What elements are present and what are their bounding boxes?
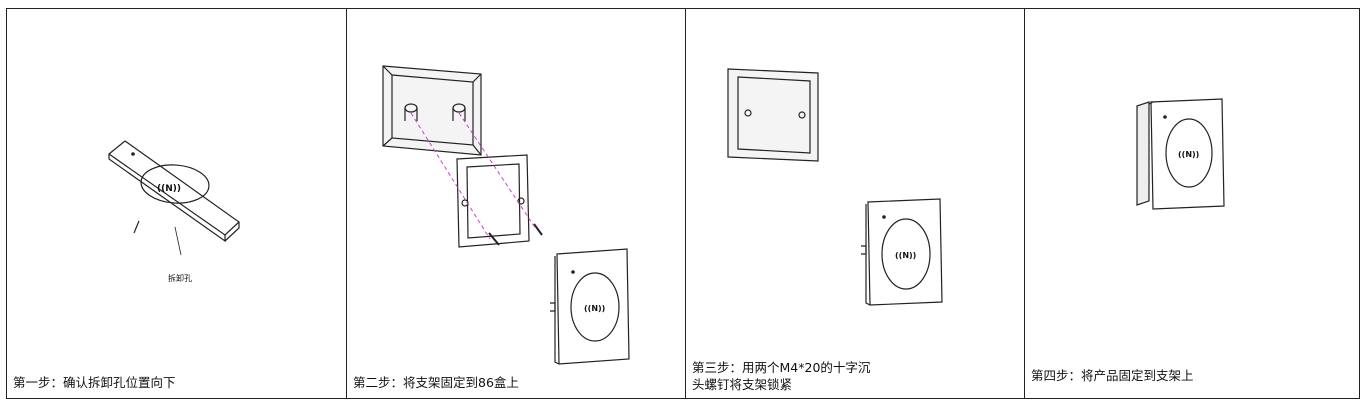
removal-hole-label: 拆卸孔 <box>168 273 192 283</box>
step-2-caption: 第二步：将支架固定到86盒上 <box>353 375 519 390</box>
step-4-caption: 第四步：将产品固定到支架上 <box>1031 368 1194 383</box>
step-2-panel: ((N)) 第二步：将支架固定到86盒上 <box>346 9 685 398</box>
step-1-panel: ((N)) 拆卸孔 第一步：确认拆卸孔位置向下 <box>7 9 346 398</box>
nfc-logo: ((N)) <box>584 304 605 313</box>
nfc-logo: ((N)) <box>895 251 916 260</box>
nfc-logo: ((N)) <box>1178 150 1199 159</box>
reader-mounted-illustration: ((N)) <box>1136 98 1225 210</box>
screw-bracket-illustration: ((N)) <box>727 68 943 306</box>
step-3-panel: ((N)) 第三步：用两个M4*20的十字沉 头螺钉将支架锁紧 <box>685 9 1024 398</box>
step-3-caption: 第三步：用两个M4*20的十字沉 头螺钉将支架锁紧 <box>692 360 871 392</box>
nfc-logo: ((N)) <box>157 184 181 194</box>
step-1-caption: 第一步：确认拆卸孔位置向下 <box>13 375 176 390</box>
installation-steps-table: ((N)) 拆卸孔 第一步：确认拆卸孔位置向下 <box>6 8 1360 399</box>
step-4-panel: ((N)) 第四步：将产品固定到支架上 <box>1024 9 1361 398</box>
reader-tilted-illustration: ((N)) 拆卸孔 <box>108 140 240 283</box>
mount-bracket-illustration: ((N)) <box>382 65 630 365</box>
